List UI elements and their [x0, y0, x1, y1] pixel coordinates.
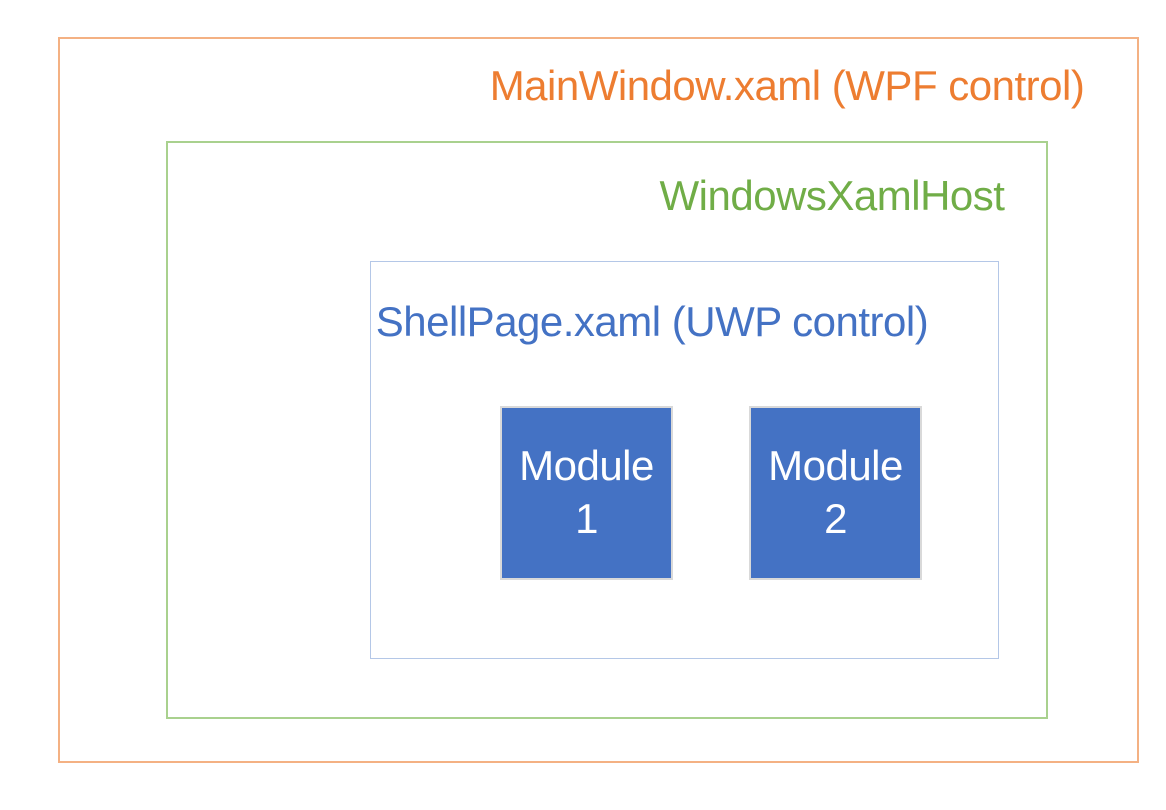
xamlhost-label: WindowsXamlHost [659, 172, 1005, 219]
shellpage-box: Module 1 Module 2 [370, 261, 999, 659]
module-1-label-line2: 1 [575, 494, 598, 542]
module-2-box: Module 2 [749, 405, 922, 580]
module-2-label-line1: Module [768, 442, 903, 489]
shellpage-label: ShellPage.xaml (UWP control) [375, 298, 929, 345]
mainwindow-box: Module 1 Module 2 [58, 37, 1139, 763]
module-1-box: Module 1 [500, 405, 673, 580]
mainwindow-label: MainWindow.xaml (WPF control) [489, 62, 1085, 109]
module-2-label-line2: 2 [824, 494, 847, 542]
xamlhost-box: Module 1 Module 2 [166, 141, 1048, 719]
module-1-label-line1: Module [519, 442, 654, 489]
